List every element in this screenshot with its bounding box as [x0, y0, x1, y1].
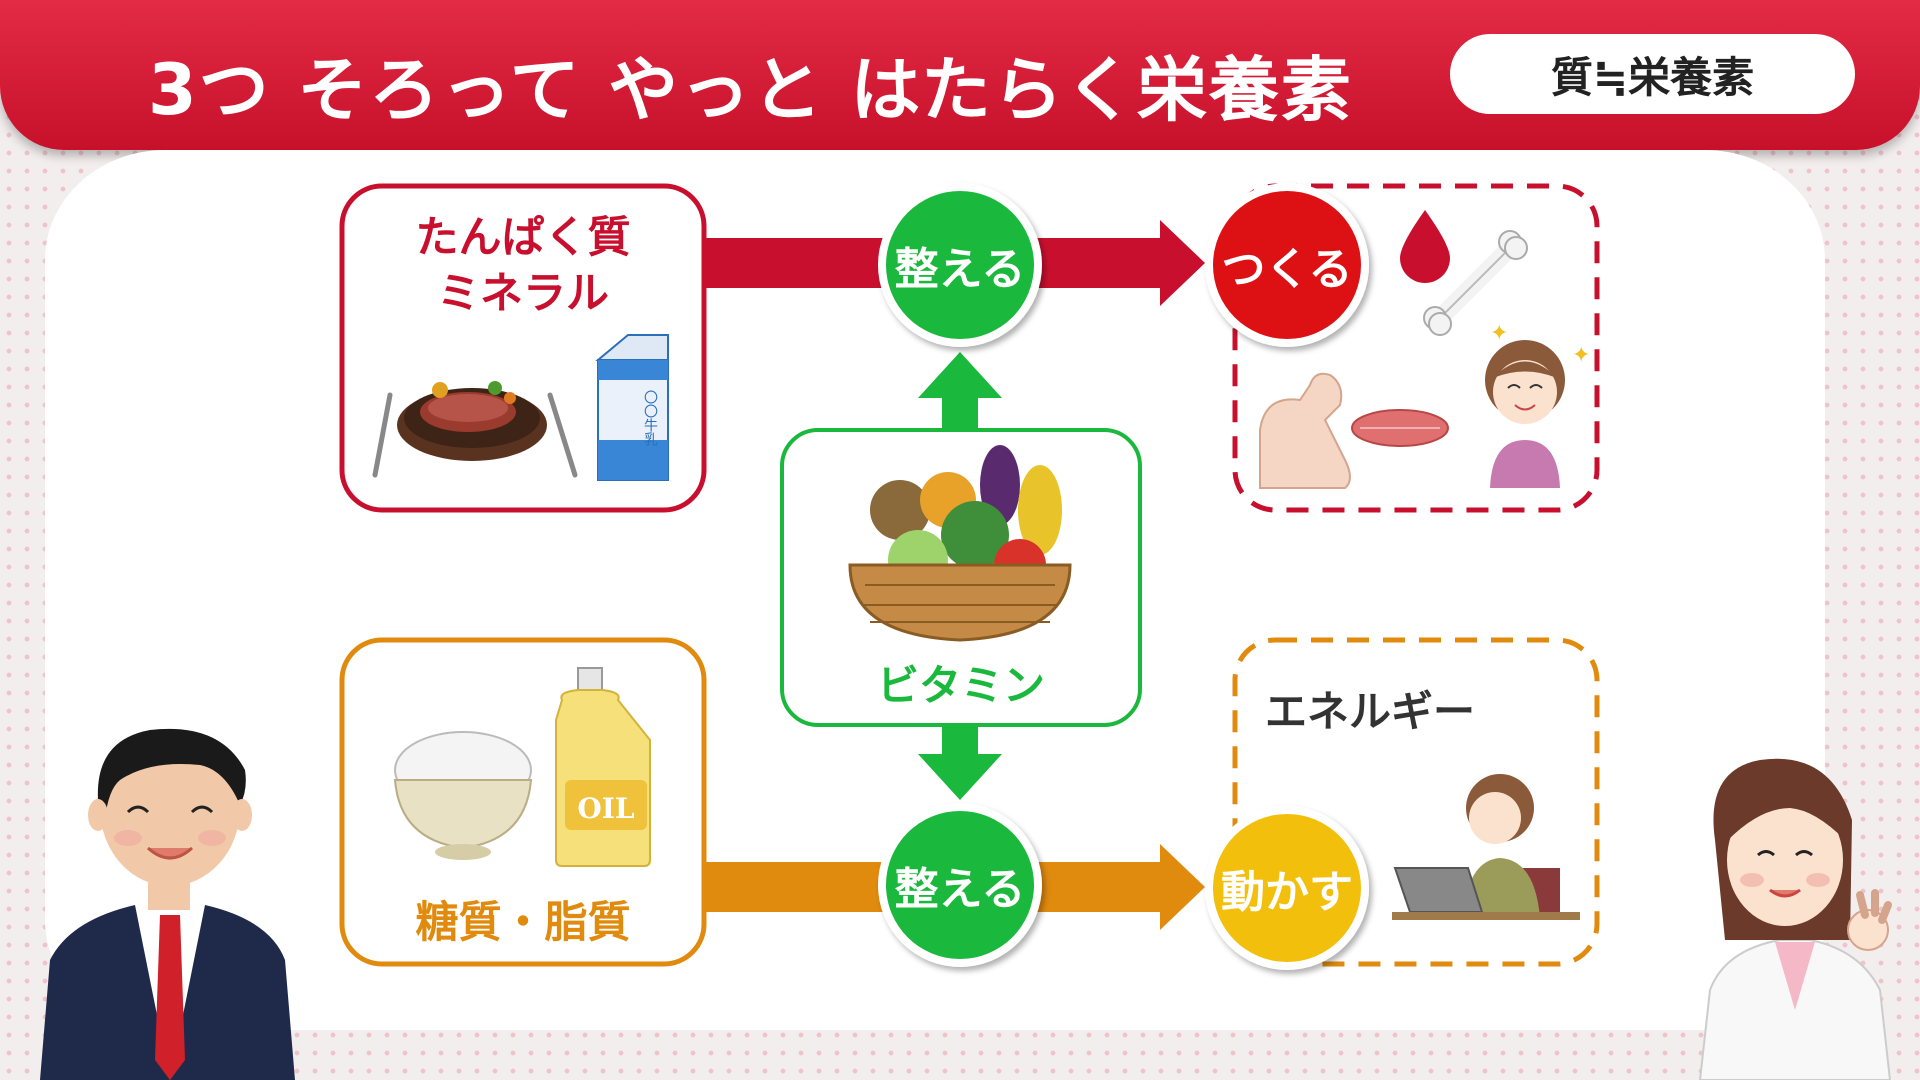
- oil-bottle-illustration: OIL: [555, 667, 651, 867]
- arrow-vitamin-up: [918, 352, 1002, 428]
- blood-drop-icon: [1400, 210, 1450, 283]
- make-label: つくる: [1221, 244, 1353, 295]
- regulate-bottom-circle: [886, 811, 1034, 959]
- rice-bowl-illustration: [393, 731, 533, 860]
- energy-label: エネルギー: [1265, 687, 1476, 736]
- flexed-arm-icon: [1259, 372, 1351, 489]
- mineral-label: ミネラル: [437, 269, 609, 319]
- header-bar: 3つ そろって やっと はたらく栄養素 質≒栄養素: [0, 0, 1920, 150]
- milk-carton-icon: 〇〇牛乳: [595, 334, 669, 481]
- page-title: 3つ そろって やっと はたらく栄養素: [148, 49, 1353, 131]
- businessman-character: [40, 728, 295, 1080]
- arrow-vitamin-down: [918, 724, 1002, 800]
- make-circle: [1213, 191, 1361, 339]
- office-worker-laptop-icon: [1392, 774, 1580, 920]
- note-badge: 質≒栄養素: [1450, 34, 1855, 114]
- woman-face-icon: ✦ ✦: [1485, 321, 1590, 488]
- move-label: 動かす: [1221, 867, 1353, 918]
- protein-mineral-label: たんぱく質 ミネラル: [342, 210, 704, 322]
- vitamin-label: ビタミン: [876, 661, 1045, 710]
- steak-illustration: [372, 381, 578, 478]
- regulate-bottom-label: 整える: [894, 864, 1026, 915]
- vegetable-basket-illustration: [848, 445, 1072, 642]
- muscle-icon: [1351, 409, 1449, 447]
- protein-label: たんぱく質: [415, 213, 631, 263]
- regulate-top-label: 整える: [894, 244, 1026, 295]
- sparkle-icon: ✦: [1490, 321, 1508, 346]
- regulate-top-circle: [886, 191, 1034, 339]
- doctor-character: [1698, 758, 1892, 1080]
- move-circle: [1213, 814, 1361, 962]
- bone-icon: [1423, 230, 1528, 336]
- sparkle-icon: ✦: [1572, 343, 1590, 368]
- milk-carton-text: 〇〇牛乳: [642, 390, 658, 446]
- carb-fat-label: 糖質・脂質: [415, 898, 631, 948]
- oil-label: OIL: [577, 792, 634, 825]
